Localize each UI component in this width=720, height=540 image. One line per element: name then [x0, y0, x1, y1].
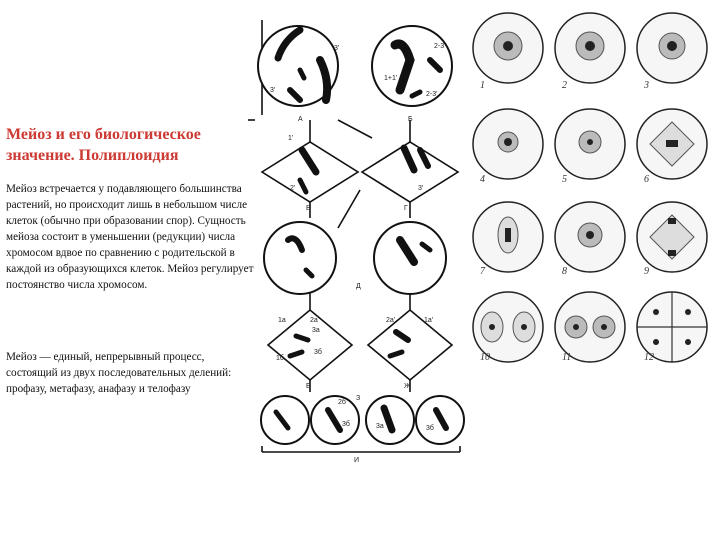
- cell-stage-numbers: 1 2 3 4 5 6 7 8 9 10 11 12: [480, 80, 654, 363]
- diagram-frame-lines: [248, 20, 461, 453]
- stage-number: 4: [480, 174, 485, 185]
- slide-title: Мейоз и его биологическое значение. Поли…: [6, 126, 201, 164]
- stage-number: 3: [643, 80, 649, 91]
- chromosome-label: 2': [290, 185, 295, 192]
- chromosome-label: 3': [418, 185, 423, 192]
- chromosome-label: 3б: [314, 348, 322, 356]
- chromosome-label: 2-3': [426, 91, 437, 98]
- stage-number: 5: [562, 174, 567, 185]
- diagram-chromosomes: [273, 26, 449, 434]
- diagram-chromosome-labels: 3' 2-3' 1+1' 2-3' 3' 1' 2' 3' 1a 2a 3a 3…: [270, 43, 445, 432]
- chromosome-label: 3б: [426, 424, 434, 432]
- stage-label-e: Е: [306, 383, 311, 390]
- chromosome-label: 3': [334, 45, 339, 52]
- stage-number: 9: [644, 266, 649, 277]
- stage-label-z: З: [356, 395, 360, 402]
- body-paragraph-1: Мейоз встречается у подавляющего большин…: [6, 183, 254, 291]
- stage-label-a: А: [298, 116, 303, 123]
- chromosome-label: 1': [288, 135, 293, 142]
- chromosome-label: 3a: [376, 423, 384, 430]
- stage-label-v: В: [306, 205, 311, 212]
- stage-number: 10: [480, 352, 490, 363]
- stage-number: 8: [562, 266, 567, 277]
- chromosome-label: 1б: [276, 354, 284, 362]
- chromosome-label: 2a': [386, 317, 395, 324]
- chromosome-label: 2-3': [434, 43, 445, 50]
- chromosome-label: 2a: [310, 317, 318, 324]
- stage-number: 6: [644, 174, 649, 185]
- stage-number: 7: [480, 266, 486, 277]
- stage-label-g: Г: [404, 205, 408, 212]
- chromosome-label: 1+1': [384, 75, 397, 82]
- stage-number: 11: [562, 352, 571, 363]
- stage-label-zh: Ж: [404, 383, 411, 390]
- stage-number: 2: [562, 80, 567, 91]
- stage-number: 1: [480, 80, 485, 91]
- stage-label-d: Д: [356, 283, 361, 290]
- chromosome-label: 3б: [342, 420, 350, 428]
- chromosome-label: 3a: [312, 327, 320, 334]
- stage-label-b: Б: [408, 116, 413, 123]
- chromosome-label: 3': [270, 87, 275, 94]
- body-paragraph-2: Мейоз — единый, непрерывный процесс, сос…: [6, 351, 232, 395]
- stage-label-i: И: [354, 457, 359, 464]
- diagram-stage-labels: А Б В Г Д Е Ж З И: [298, 116, 413, 464]
- chromosome-label: 1a: [278, 317, 286, 324]
- chromosome-label: 2б: [338, 398, 346, 406]
- chromosome-label: 1a': [424, 317, 433, 324]
- stage-number: 12: [644, 352, 654, 363]
